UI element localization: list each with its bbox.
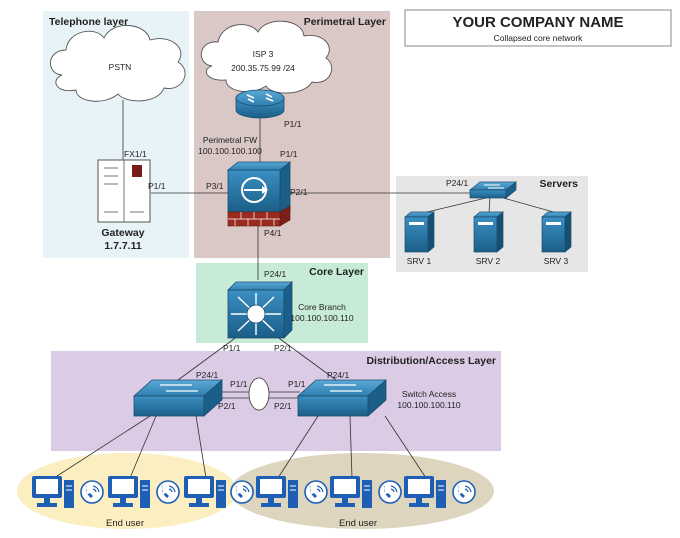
router-arrows-icon	[246, 93, 274, 103]
gateway-name: Gateway	[101, 227, 144, 239]
core-switch	[227, 281, 293, 339]
port-sw2-p1: P1/1	[288, 379, 306, 389]
port-gateway-p1: P1/1	[148, 181, 166, 191]
server-label-2: SRV 2	[476, 256, 501, 266]
ip-phone-icon	[230, 480, 254, 504]
server-srv3	[541, 211, 572, 253]
gateway-keypad-icon	[132, 165, 142, 177]
port-sw2-p2: P2/1	[274, 401, 292, 411]
pstn-label: PSTN	[109, 62, 132, 72]
port-fw-p4: P4/1	[264, 228, 282, 238]
distribution-zone	[51, 351, 501, 451]
access-switch-name: Switch Access	[402, 389, 456, 399]
gateway-device	[97, 159, 151, 223]
server-srv2	[473, 211, 504, 253]
port-sw1-p1: P1/1	[230, 379, 248, 389]
ip-phone-icon	[378, 480, 402, 504]
server-srv1	[404, 211, 435, 253]
port-core-p24: P24/1	[264, 269, 286, 279]
isp-cloud: ISP 3 200.35.75.99 /24	[201, 20, 333, 94]
company-subtitle: Collapsed core network	[494, 33, 584, 43]
server-label-1: SRV 1	[407, 256, 432, 266]
port-gateway-fx: FX1/1	[124, 149, 147, 159]
access-switch-address: 100.100.100.110	[397, 400, 460, 410]
port-core-p2: P2/1	[274, 343, 292, 353]
port-router-p1: P1/1	[284, 119, 302, 129]
port-sw1-p2: P2/1	[218, 401, 236, 411]
gateway-address: 1.7.7.11	[104, 240, 142, 252]
telephone-zone-title: Telephone layer	[49, 16, 128, 28]
pc-icon	[256, 476, 298, 508]
servers-zone-title: Servers	[539, 178, 578, 190]
port-fw-p3: P3/1	[206, 181, 224, 191]
firewall-name: Perimetral FW	[203, 135, 257, 145]
perimetral-zone-title: Perimetral Layer	[304, 16, 386, 28]
link-aggregation-ring	[248, 377, 270, 411]
pc-icon	[404, 476, 446, 508]
port-fw-p1: P1/1	[280, 149, 298, 159]
core-switch-name: Core Branch	[298, 302, 346, 312]
port-srv-switch-p24: P24/1	[446, 178, 468, 188]
end-user-label-right: End user	[339, 518, 377, 529]
pc-icon	[32, 476, 74, 508]
ip-phone-icon	[452, 480, 476, 504]
port-sw2-p24: P24/1	[327, 370, 349, 380]
isp-name: ISP 3	[253, 49, 274, 59]
port-core-p1: P1/1	[223, 343, 241, 353]
perimetral-firewall	[226, 161, 292, 227]
server-label-3: SRV 3	[544, 256, 569, 266]
pc-icon	[330, 476, 372, 508]
firewall-address: 100.100.100.100	[198, 146, 262, 156]
end-user-label-left: End user	[106, 518, 144, 529]
access-switch-left	[132, 379, 224, 417]
firewall-bricks	[227, 205, 291, 227]
servers-switch	[469, 181, 517, 199]
core-switch-address: 100.100.100.110	[290, 313, 353, 323]
pstn-cloud: PSTN	[50, 25, 186, 102]
port-fw-p2: P2/1	[290, 187, 308, 197]
isp-address: 200.35.75.99 /24	[231, 63, 295, 73]
access-switch-right	[296, 379, 388, 417]
pc-icon	[108, 476, 150, 508]
ip-phone-icon	[80, 480, 104, 504]
pc-icon	[184, 476, 226, 508]
end-user-devices	[32, 476, 476, 508]
ip-phone-icon	[156, 480, 180, 504]
company-box	[404, 9, 672, 47]
distribution-zone-title: Distribution/Access Layer	[366, 355, 496, 367]
core-zone-title: Core Layer	[309, 266, 364, 278]
isp-router	[235, 89, 285, 119]
ip-phone-icon	[304, 480, 328, 504]
port-sw1-p24: P24/1	[196, 370, 218, 380]
links	[53, 100, 558, 479]
company-name: YOUR COMPANY NAME	[452, 14, 623, 31]
